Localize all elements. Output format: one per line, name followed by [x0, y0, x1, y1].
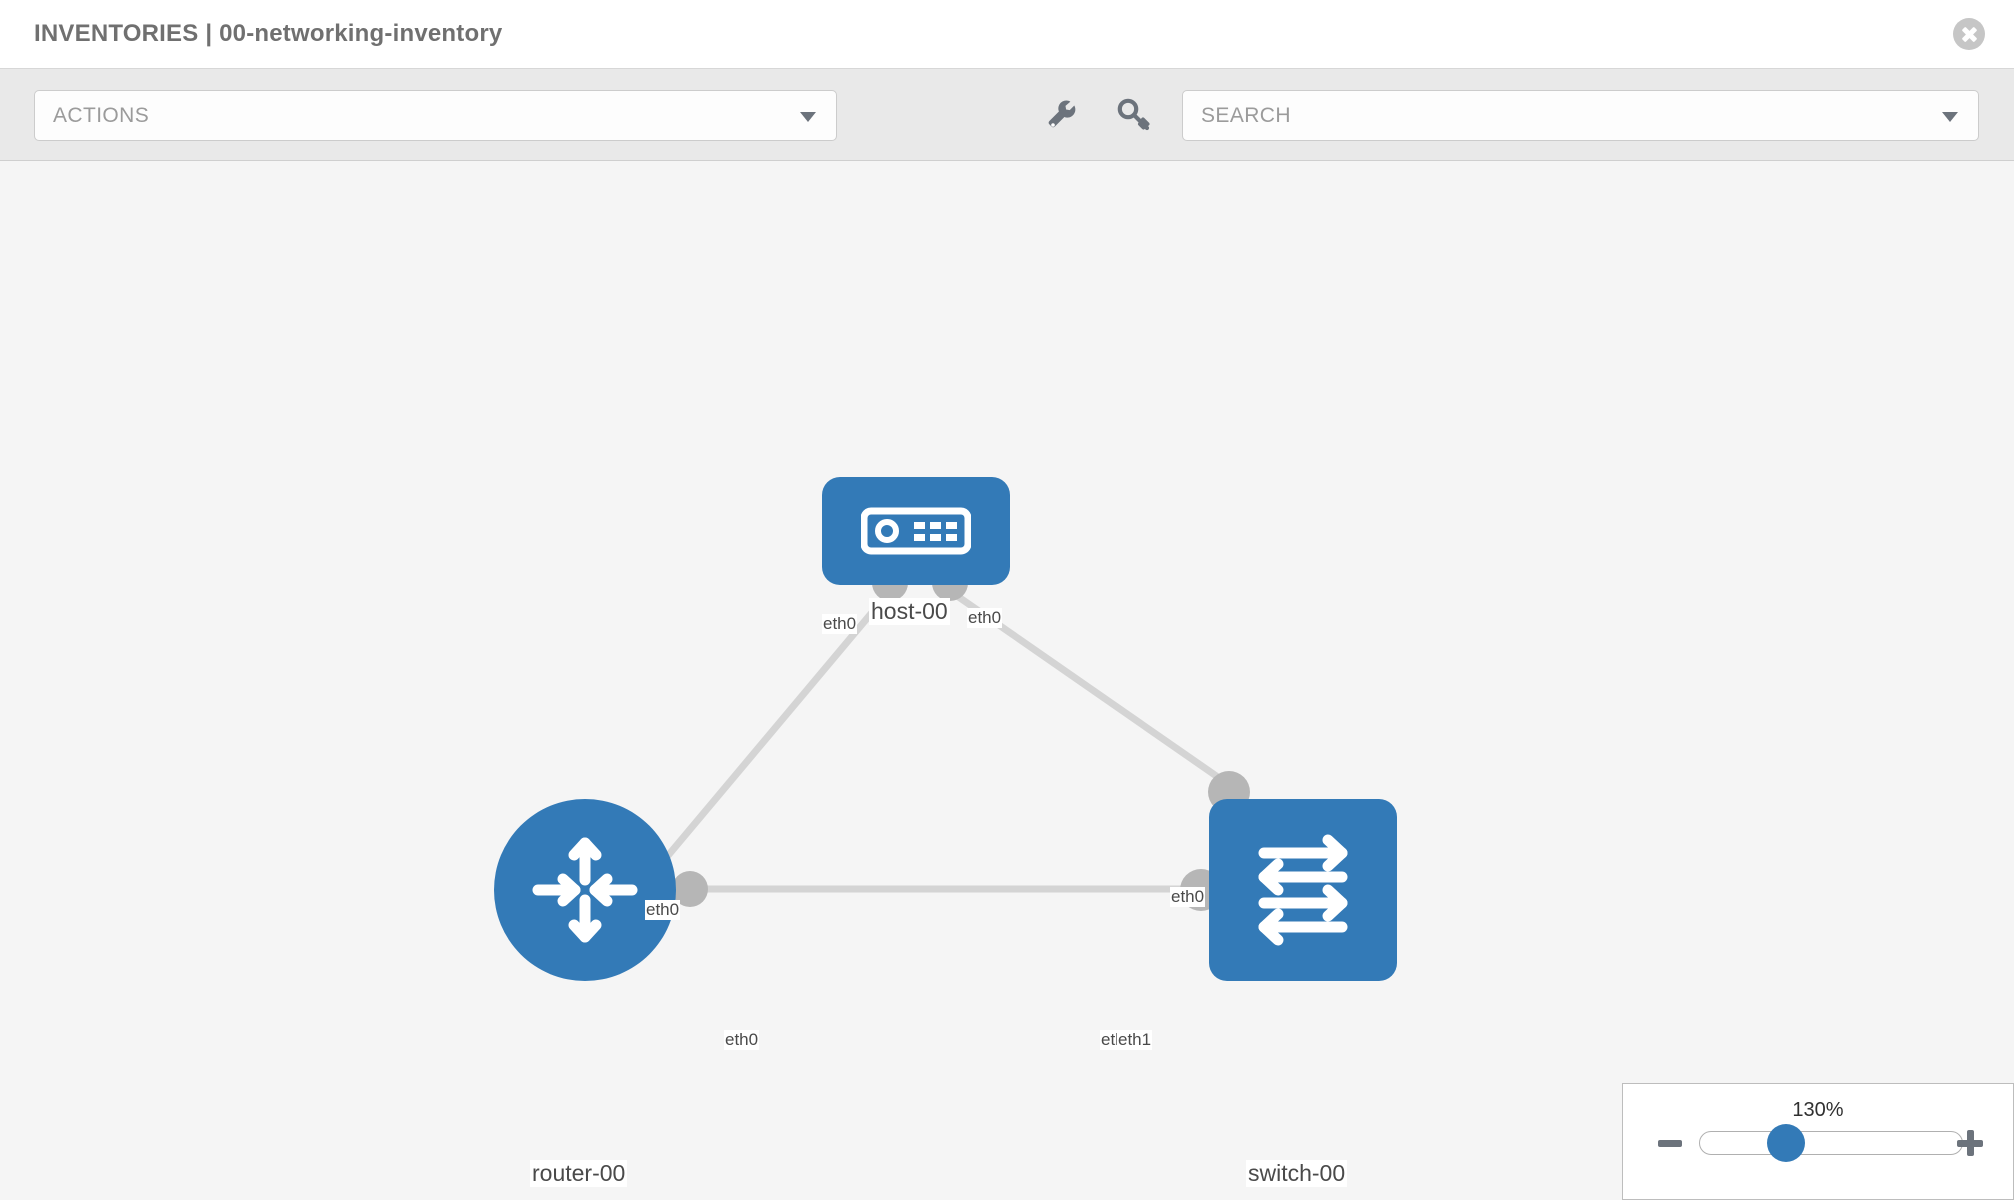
port-label-router-up: eth0 — [645, 900, 681, 920]
wrench-icon[interactable] — [1037, 91, 1085, 139]
chevron-down-icon — [800, 112, 816, 122]
router-icon — [532, 837, 638, 943]
zoom-control-panel: 130% — [1622, 1083, 2014, 1200]
switch-icon — [1258, 834, 1348, 946]
wrench-icon-svg — [1048, 100, 1076, 128]
search-input[interactable]: SEARCH — [1182, 90, 1979, 141]
topology-canvas[interactable]: eth0 host-00 eth0 eth0 eth0 router-00 — [0, 161, 2014, 1200]
node-router-00[interactable] — [494, 799, 676, 981]
zoom-level-value: 130% — [1792, 1099, 1844, 1121]
key-icon-svg — [1117, 98, 1150, 131]
node-label-router-00: router-00 — [530, 1160, 628, 1187]
port-label-host-left: eth0 — [822, 614, 858, 634]
port-label-host-right: eth0 — [967, 608, 1003, 628]
search-placeholder: SEARCH — [1201, 104, 1291, 127]
node-switch-00[interactable] — [1209, 799, 1397, 981]
port-label-router-right: eth0 — [724, 1030, 760, 1050]
zoom-slider-thumb[interactable] — [1767, 1124, 1805, 1162]
zoom-slider-track[interactable] — [1699, 1131, 1963, 1155]
toolbar: ACTIONS SEARCH — [0, 69, 2014, 161]
server-icon — [861, 507, 971, 555]
page-header: INVENTORIES | 00-networking-inventory — [0, 0, 2014, 69]
chevron-down-icon — [1942, 112, 1958, 122]
page-title: INVENTORIES | 00-networking-inventory — [34, 20, 503, 47]
zoom-in-button[interactable] — [1957, 1130, 1983, 1156]
key-icon[interactable] — [1110, 91, 1158, 139]
actions-dropdown-label: ACTIONS — [53, 104, 150, 127]
link-host-router[interactable] — [642, 588, 893, 886]
node-label-host-00: host-00 — [869, 598, 950, 625]
zoom-out-button[interactable] — [1658, 1140, 1682, 1147]
port-label-switch-left: eth1 — [1117, 1030, 1153, 1050]
actions-dropdown[interactable]: ACTIONS — [34, 90, 837, 141]
port-label-switch-up: eth0 — [1170, 887, 1206, 907]
close-icon[interactable] — [1953, 18, 1985, 50]
node-host-00[interactable] — [822, 477, 1010, 585]
node-label-switch-00: switch-00 — [1246, 1160, 1348, 1187]
topology-links — [642, 588, 1237, 893]
